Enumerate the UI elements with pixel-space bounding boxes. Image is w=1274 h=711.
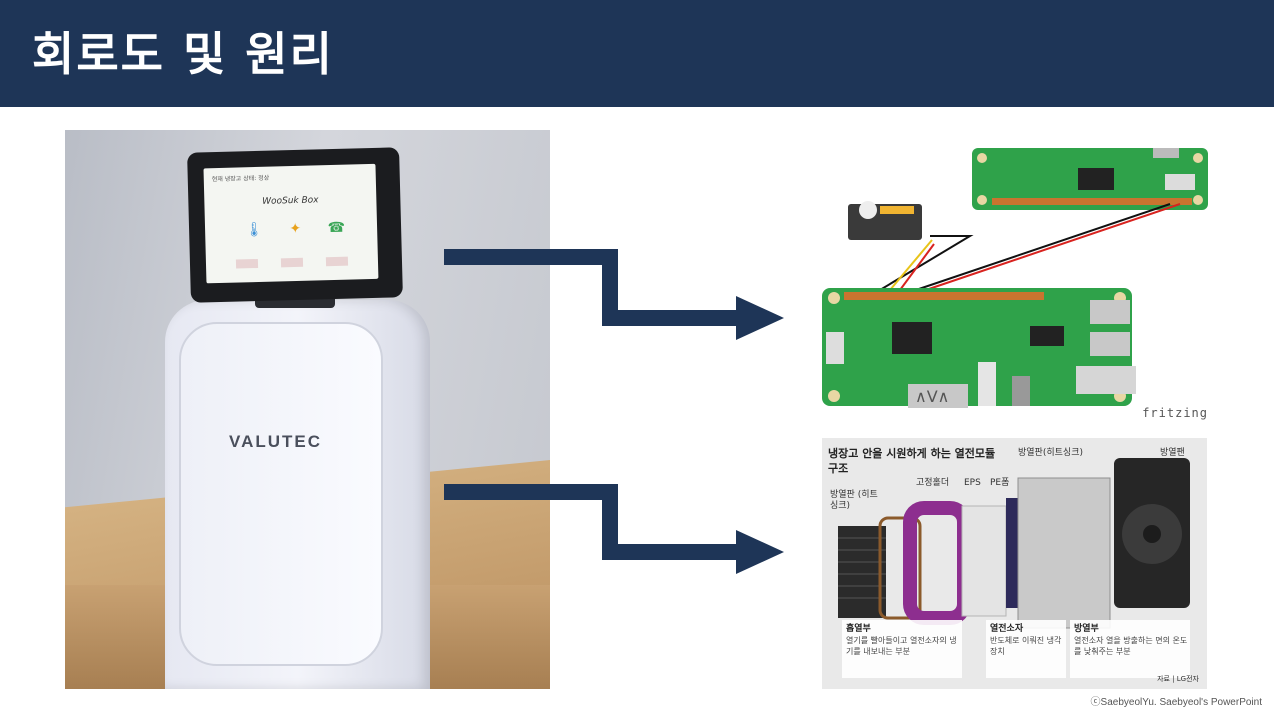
module-title: 냉장고 안을 시원하게 하는 열전모듈 구조: [828, 447, 996, 475]
part-thermoelectric: 열전소자 반도체로 이뤄진 냉각장치: [990, 624, 1062, 656]
circuit-svg: ∧V∧: [822, 148, 1208, 408]
screen-title: WooSuk Box: [262, 195, 319, 207]
part-absorb: 흡열부 열기를 빨아들이고 열전소자의 냉기를 내보내는 부분: [846, 624, 957, 656]
label-pe-foam: PE폼: [990, 478, 1010, 488]
tablet-screen: 현재 냉장고 상태: 정상 WooSuk Box 🌡 ✦ ☎: [203, 163, 379, 284]
part-radiator: 방열부 열전소자 열을 방출하는 면의 온도를 낮춰주는 부분: [1074, 624, 1188, 656]
thermometer-icon: 🌡: [244, 221, 264, 239]
label-fan: 방열팬: [1160, 448, 1185, 458]
screen-status-text: 현재 냉장고 상태: 정상: [211, 174, 270, 184]
copyright-footer: ⓒSaebyeolYu. Saebyeol's PowerPoint: [1090, 697, 1262, 708]
label-heatsink-left: 방열판 (히트싱크): [830, 490, 878, 511]
pi-zero-main-board: [822, 288, 1132, 406]
slide-title: 회로도 및 원리: [32, 27, 334, 81]
arrow-to-module: [444, 484, 784, 574]
arrow-to-circuit: [444, 249, 784, 340]
fritzing-watermark: fritzing: [1142, 406, 1208, 420]
module-source: 자료 | LG전자: [1157, 675, 1199, 683]
slide-header: 회로도 및 원리: [0, 0, 1274, 107]
screen-buttons: [235, 256, 349, 269]
label-holder: 고정홀더: [916, 478, 950, 488]
top-gpio-pins: [992, 198, 1192, 205]
phone-24-icon: ☎: [327, 219, 346, 237]
screen-icons: 🌡 ✦ ☎: [244, 219, 346, 239]
module-svg: [838, 458, 1190, 678]
thermoelectric-module-diagram: 냉장고 안을 시원하게 하는 열전모듈 구조 방열판 (히트싱크) 고정홀더 E…: [822, 438, 1207, 689]
fridge-door: VALUTEC: [179, 322, 383, 666]
label-eps: EPS: [964, 478, 981, 488]
svg-text:∧V∧: ∧V∧: [915, 387, 949, 406]
screen-button-2: [280, 257, 304, 268]
fixing-holder: [903, 501, 971, 625]
fridge-photo: VALUTEC 현재 냉장고 상태: 정상 WooSuk Box 🌡 ✦ ☎: [65, 130, 550, 689]
label-heatsink-top: 방열판(히트싱크): [1018, 448, 1083, 458]
fridge-brand: VALUTEC: [229, 432, 323, 451]
tablet-device: 현재 냉장고 상태: 정상 WooSuk Box 🌡 ✦ ☎: [187, 147, 403, 303]
sparkle-icon: ✦: [289, 220, 302, 238]
circuit-diagram: ∧V∧ fritzing: [820, 140, 1220, 430]
screen-button-1: [235, 258, 259, 269]
screen-button-3: [325, 256, 349, 267]
heatsink-left: [838, 526, 886, 618]
mini-fridge: VALUTEC: [165, 300, 430, 689]
